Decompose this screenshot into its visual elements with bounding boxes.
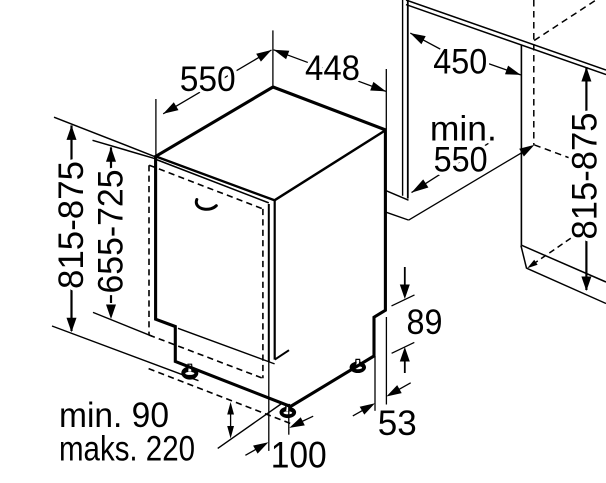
svg-text:450: 450 [433,43,487,82]
svg-text:815-875: 815-875 [52,161,91,289]
svg-text:maks. 220: maks. 220 [59,430,195,469]
svg-text:min.: min. [430,110,497,149]
svg-text:89: 89 [407,303,443,342]
svg-text:550: 550 [434,140,488,179]
svg-text:min. 90: min. 90 [59,396,169,435]
svg-text:550: 550 [180,60,236,99]
svg-text:448: 448 [305,49,360,88]
svg-text:815-875: 815-875 [566,113,605,240]
svg-text:100: 100 [271,435,327,476]
svg-text:53: 53 [378,404,417,443]
svg-text:655-725: 655-725 [92,170,131,294]
